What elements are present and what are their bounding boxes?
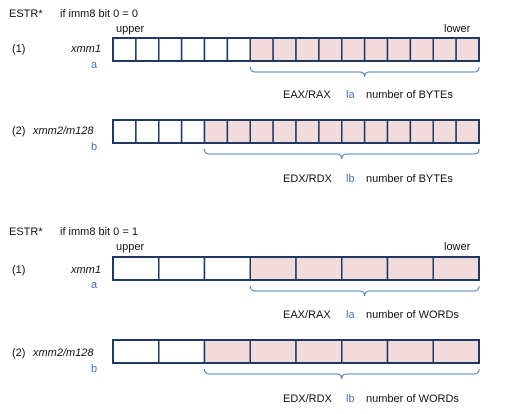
register-cell-filled xyxy=(341,339,389,364)
register-cell-filled xyxy=(432,339,480,364)
register-cell-filled xyxy=(363,119,389,144)
register-cell-filled xyxy=(295,119,320,144)
upper-label: upper xyxy=(116,23,145,35)
register-cell-filled xyxy=(226,119,252,144)
section-header: ESTR* xyxy=(9,8,43,20)
register-cell-filled xyxy=(249,256,297,281)
length-register: EAX/RAX xyxy=(283,309,331,321)
row-number: (2) xyxy=(12,125,26,137)
register-cell-empty xyxy=(203,37,229,62)
section-header: ESTR* xyxy=(9,226,43,238)
length-var: lb xyxy=(346,393,355,405)
lower-label: lower xyxy=(444,241,471,253)
upper-label: upper xyxy=(116,241,145,253)
register-frame xyxy=(112,119,480,144)
length-desc: number of BYTEs xyxy=(366,173,453,185)
register-cell-empty xyxy=(112,339,160,364)
register-cell-filled xyxy=(386,37,412,62)
register-frame xyxy=(112,256,480,281)
length-desc: number of WORDs xyxy=(366,309,459,321)
row-number: (2) xyxy=(12,347,26,359)
register-cell-filled xyxy=(318,37,343,62)
register-cell-filled xyxy=(272,37,297,62)
register-cell-filled xyxy=(386,119,412,144)
register-cell-filled xyxy=(249,339,297,364)
register-cell-empty xyxy=(112,37,137,62)
register-cell-filled xyxy=(432,256,480,281)
row-number: (1) xyxy=(12,264,26,276)
operand-var: b xyxy=(91,363,98,375)
register-cell-filled xyxy=(318,119,343,144)
register-cell-filled xyxy=(203,339,251,364)
length-var: la xyxy=(346,89,355,101)
register-cell-filled xyxy=(432,37,457,62)
register-cell-empty xyxy=(158,256,206,281)
register-cell-filled xyxy=(455,119,480,144)
register-cell-filled xyxy=(249,119,274,144)
register-frame xyxy=(112,339,480,364)
operand-label: xmm2/m128 xyxy=(33,347,94,359)
length-brace xyxy=(204,148,480,160)
register-cell-empty xyxy=(180,37,206,62)
register-cell-filled xyxy=(386,339,434,364)
register-cell-empty xyxy=(135,37,160,62)
register-frame xyxy=(112,37,480,62)
length-brace xyxy=(249,66,480,78)
operand-var: a xyxy=(91,279,98,291)
length-register: EDX/RDX xyxy=(283,173,332,185)
row-number: (1) xyxy=(12,43,26,55)
operand-var: a xyxy=(91,59,98,71)
lower-label: lower xyxy=(444,23,471,35)
length-var: lb xyxy=(346,173,355,185)
register-cell-filled xyxy=(203,119,229,144)
register-cell-filled xyxy=(295,37,320,62)
section-condition: if imm8 bit 0 = 0 xyxy=(60,8,138,20)
length-brace xyxy=(249,285,480,297)
section-condition: if imm8 bit 0 = 1 xyxy=(60,226,138,238)
register-cell-empty xyxy=(158,339,206,364)
length-desc: number of WORDs xyxy=(366,393,459,405)
length-register: EDX/RDX xyxy=(283,393,332,405)
length-desc: number of BYTEs xyxy=(366,89,453,101)
register-cell-filled xyxy=(249,37,274,62)
register-cell-filled xyxy=(363,37,389,62)
register-cell-filled xyxy=(341,37,366,62)
register-cell-empty xyxy=(203,256,251,281)
register-cell-empty xyxy=(226,37,252,62)
register-cell-filled xyxy=(409,119,435,144)
register-cell-filled xyxy=(341,119,366,144)
operand-label: xmm1 xyxy=(71,43,101,55)
register-cell-empty xyxy=(180,119,206,144)
operand-label: xmm1 xyxy=(71,264,101,276)
length-register: EAX/RAX xyxy=(283,89,331,101)
register-cell-filled xyxy=(409,37,435,62)
operand-label: xmm2/m128 xyxy=(33,125,94,137)
register-cell-filled xyxy=(295,256,343,281)
register-cell-filled xyxy=(295,339,343,364)
operand-var: b xyxy=(91,141,98,153)
register-cell-filled xyxy=(386,256,434,281)
register-cell-empty xyxy=(112,119,137,144)
register-cell-filled xyxy=(272,119,297,144)
register-cell-empty xyxy=(158,119,183,144)
register-cell-empty xyxy=(158,37,183,62)
register-cell-empty xyxy=(135,119,160,144)
length-brace xyxy=(204,368,480,380)
register-cell-filled xyxy=(432,119,457,144)
length-var: la xyxy=(346,309,355,321)
register-cell-filled xyxy=(455,37,480,62)
register-cell-empty xyxy=(112,256,160,281)
register-cell-filled xyxy=(341,256,389,281)
